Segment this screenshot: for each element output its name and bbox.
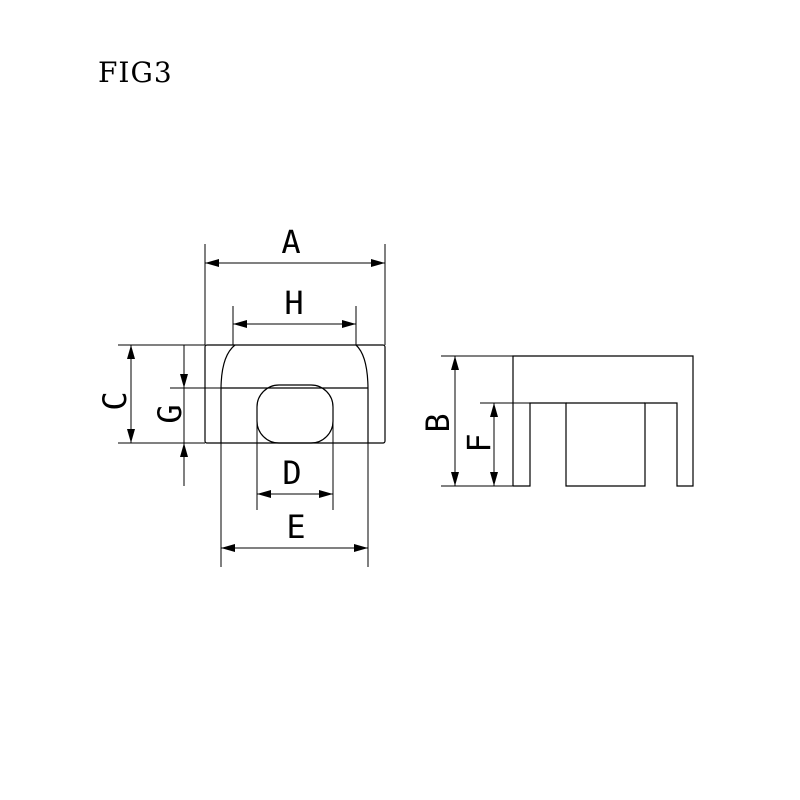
top-view-cavity-walls	[220, 344, 369, 443]
dimension-h-arrow-left	[233, 320, 247, 328]
dimension-d-label: D	[282, 454, 301, 492]
dimension-h-label: H	[284, 284, 303, 322]
dimension-d: D	[256, 420, 334, 510]
dimension-c-arrow-bottom	[127, 429, 135, 443]
dimension-a-arrow-right	[371, 259, 385, 267]
dimension-e-arrow-right	[354, 544, 368, 552]
dimension-e: E	[220, 443, 369, 567]
dimension-h-arrow-right	[342, 320, 356, 328]
dimension-f-label: F	[460, 433, 498, 452]
dimension-c-label: C	[96, 391, 134, 410]
dimension-a-label: A	[281, 223, 300, 261]
dimension-b: B	[419, 355, 530, 487]
dimension-d-arrow-left	[257, 490, 271, 498]
dimension-g: G	[151, 345, 221, 486]
dimension-b-arrow-bottom	[451, 472, 459, 486]
dimension-f-arrow-top	[490, 403, 498, 417]
dimension-c: C	[96, 344, 205, 444]
dimension-g-arrow-bottom	[180, 443, 188, 457]
dimension-a: A	[204, 223, 386, 345]
dimension-d-arrow-right	[319, 490, 333, 498]
dimension-b-arrow-top	[451, 356, 459, 370]
dimension-f-arrow-bottom	[490, 472, 498, 486]
top-view	[204, 344, 386, 444]
top-view-slot	[256, 384, 334, 444]
figure-title: FIG3	[98, 56, 173, 89]
side-view-outline	[512, 355, 694, 487]
dimension-a-arrow-left	[205, 259, 219, 267]
dimension-e-label: E	[286, 508, 305, 546]
dimension-g-label: G	[151, 404, 189, 423]
dimension-f: F	[460, 402, 530, 486]
side-view	[512, 355, 694, 487]
dimension-e-arrow-left	[221, 544, 235, 552]
dimension-b-label: B	[419, 413, 457, 432]
top-view-body-outline	[204, 344, 386, 444]
dimension-c-arrow-top	[127, 345, 135, 359]
dimension-h: H	[232, 284, 357, 345]
dimension-g-arrow-top	[180, 374, 188, 388]
